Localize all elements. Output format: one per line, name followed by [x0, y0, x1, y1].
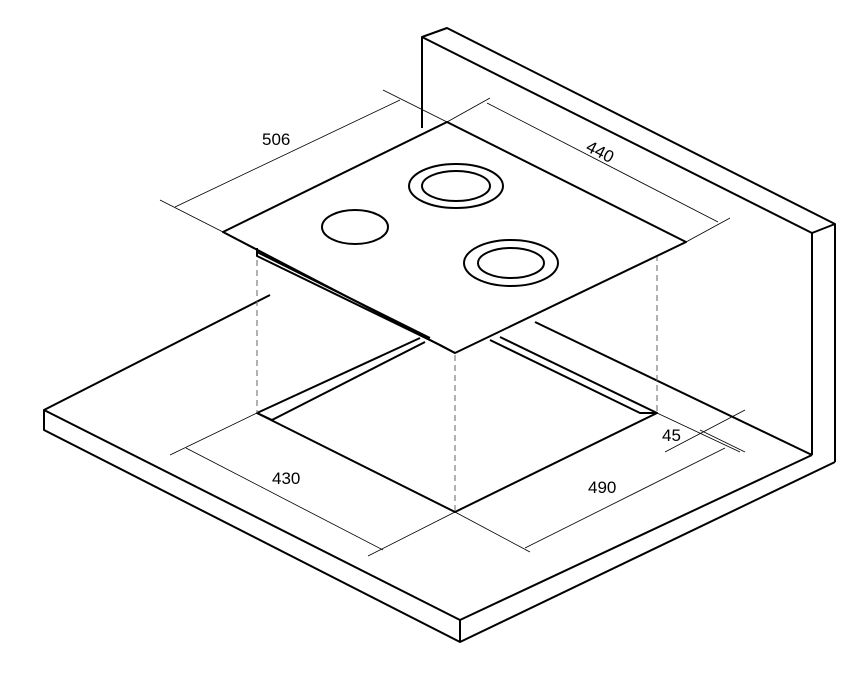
burner-back	[408, 163, 504, 209]
hob	[222, 121, 687, 354]
countertop	[43, 294, 836, 643]
dimension-45: 45	[662, 409, 746, 453]
dim-label-430: 430	[272, 469, 300, 488]
back-wall	[421, 27, 836, 462]
dim-label-440: 440	[583, 137, 617, 167]
dimension-430: 430	[169, 412, 456, 557]
burner-left	[321, 209, 389, 245]
projection-lines	[256, 255, 658, 512]
dim-label-506: 506	[262, 130, 290, 149]
burner-right	[463, 239, 559, 287]
dim-label-490: 490	[588, 478, 616, 497]
dimension-490: 490	[454, 412, 741, 553]
dim-label-45: 45	[662, 426, 681, 445]
dimension-506: 506	[159, 89, 448, 233]
